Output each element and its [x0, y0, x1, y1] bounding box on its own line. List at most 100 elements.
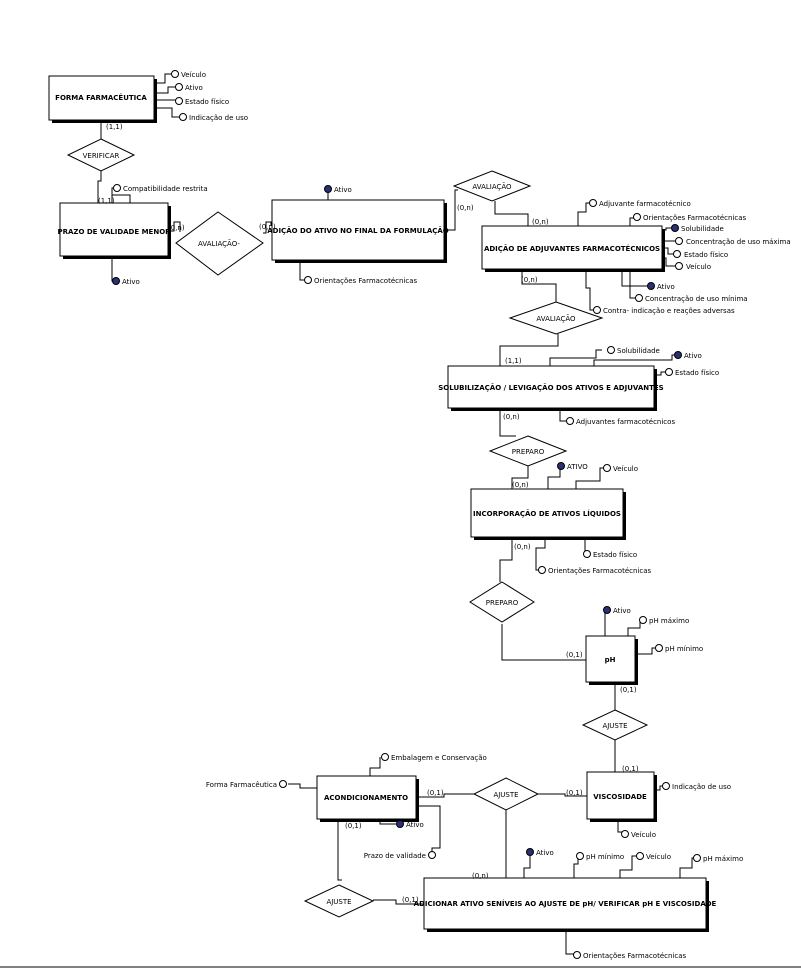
- entity-label: FORMA FARMACÊUTICA: [55, 93, 147, 102]
- attribute-circle: [636, 852, 644, 860]
- attribute-circle: [639, 616, 647, 624]
- relationship-preparo-1: PREPARO: [488, 435, 568, 467]
- entity-label: SOLUBILIZAÇÃO / LEVIGAÇÃO DOS ATIVOS E A…: [438, 383, 663, 392]
- attribute: Orientações Farmacotécnicas: [304, 276, 418, 285]
- relationship-label: AVALIAÇÃO: [536, 314, 576, 323]
- cardinality-label: (0,1): [622, 765, 639, 773]
- attribute: Compatibilidade restrita: [113, 184, 208, 193]
- attribute: Adjuvante farmacotécnico: [589, 199, 691, 208]
- attribute: Orientações Farmacotécnicas: [633, 213, 747, 222]
- attribute: ATIVO: [557, 462, 588, 471]
- relationship-label: PREPARO: [486, 599, 519, 607]
- attribute-label: Concentração de uso mínima: [645, 295, 748, 303]
- attribute: Forma Farmacêutica: [206, 780, 287, 789]
- attribute: Concentração de uso mínima: [635, 294, 748, 303]
- attribute-label: Estado físico: [185, 98, 229, 106]
- cardinality-label: (0,1): [402, 896, 419, 904]
- attribute-label: ATIVO: [567, 463, 588, 471]
- cardinalities: (1,1) (1,1) (0,n) (0,n) (0,n) (0,n) (0,n…: [98, 123, 639, 904]
- entity-label: PRAZO DE VALIDADE MENOR: [57, 228, 171, 236]
- attribute: Concentração de uso máxima: [675, 237, 791, 246]
- attribute-circle: [693, 854, 701, 862]
- cardinality-label: (0,n): [514, 543, 531, 551]
- attribute: Orientações Farmacotécnicas: [538, 566, 652, 575]
- attribute: Orientações Farmacotécnicas: [573, 951, 687, 960]
- cardinality-label: (0,n): [457, 204, 474, 212]
- cardinality-label: (0,n): [503, 413, 520, 421]
- attribute-label: Veículo: [613, 465, 638, 473]
- attribute: Solubilidade: [607, 346, 660, 355]
- attribute-circle: [171, 70, 179, 78]
- attribute-circle: [675, 237, 683, 245]
- relationship-label: AJUSTE: [326, 898, 351, 906]
- attribute-label: pH máximo: [649, 617, 689, 625]
- attribute-circle: [573, 951, 581, 959]
- attribute-label: Indicação de uso: [189, 114, 248, 122]
- attribute-label: Ativo: [536, 849, 554, 857]
- attribute: Ativo: [647, 282, 675, 291]
- attribute-circle: [175, 97, 183, 105]
- attribute-label: Ativo: [185, 84, 203, 92]
- attribute: Ativo: [603, 606, 631, 615]
- cardinality-label: (0,1): [620, 686, 637, 694]
- attribute-circle: [603, 464, 611, 472]
- attribute-circle: [324, 185, 332, 193]
- attribute-circle: [671, 224, 679, 232]
- attribute-circle: [112, 277, 120, 285]
- attribute-label: Orientações Farmacotécnicas: [548, 567, 652, 575]
- attribute: Ativo: [526, 848, 554, 857]
- attribute-label: Indicação de uso: [672, 783, 731, 791]
- relationship-label: PREPARO: [512, 448, 545, 456]
- attribute-circle: [381, 753, 389, 761]
- attribute-label: Solubilidade: [681, 225, 724, 233]
- relationship-avaliacao-3: AVALIAÇÃO: [508, 301, 604, 335]
- entity-acondicionamento: ACONDICIONAMENTO: [316, 775, 419, 822]
- attribute-label: Adjuvante farmacotécnico: [599, 200, 691, 208]
- attribute: Embalagem e Conservação: [381, 753, 487, 762]
- attributes: Veículo Ativo Estado físico Indicação de…: [112, 70, 791, 960]
- relationship-label: AJUSTE: [602, 722, 627, 730]
- attribute-circle: [675, 262, 683, 270]
- entity-adicao-adjuvantes: ADIÇÃO DE ADJUVANTES FARMACOTÉCNICOS: [481, 225, 665, 272]
- cardinality-label: (1,1): [98, 197, 115, 205]
- attribute-label: Prazo de validade: [364, 852, 426, 860]
- attribute-circle: [538, 566, 546, 574]
- entity-adicionar-ativo-sensiveis: ADICIONAR ATIVO SENÍVEIS AO AJUSTE DE pH…: [414, 877, 717, 932]
- attribute-label: Veículo: [181, 71, 206, 79]
- cardinality-label: (0,n): [472, 872, 489, 880]
- relationship-ajuste-1: AJUSTE: [581, 709, 649, 741]
- attribute: Adjuvantes farmacotécnicos: [566, 417, 675, 426]
- connector-lines: [97, 73, 696, 955]
- attribute-label: Compatibilidade restrita: [123, 185, 208, 193]
- attribute: pH mínimo: [655, 644, 703, 653]
- attribute-label: Estado físico: [684, 251, 728, 259]
- cardinality-label: (0,n): [512, 481, 529, 489]
- attribute-circle: [557, 462, 565, 470]
- attribute-circle: [607, 346, 615, 354]
- attribute: pH máximo: [639, 616, 689, 625]
- attribute: pH máximo: [693, 854, 743, 863]
- attribute-circle: [662, 782, 670, 790]
- entity-prazo-validade-menor: PRAZO DE VALIDADE MENOR: [57, 202, 171, 259]
- attribute-label: Estado físico: [675, 369, 719, 377]
- attribute-label: pH mínimo: [665, 645, 703, 653]
- attribute-label: pH mínimo: [586, 853, 624, 861]
- entity-label: ACONDICIONAMENTO: [324, 794, 408, 802]
- relationship-label: AVALIAÇÃO: [472, 182, 512, 191]
- attribute: Ativo: [674, 351, 702, 360]
- relationship-label: AVALIAÇÃO-: [198, 239, 240, 248]
- attribute-label: Veículo: [686, 263, 711, 271]
- attribute: Veículo: [621, 830, 656, 839]
- attribute-label: Veículo: [646, 853, 671, 861]
- attribute-label: pH máximo: [703, 855, 743, 863]
- attribute-label: Ativo: [613, 607, 631, 615]
- attribute-label: Orientações Farmacotécnicas: [314, 277, 418, 285]
- cardinality-label: (0,n): [259, 223, 276, 231]
- entity-label: ADICIONAR ATIVO SENÍVEIS AO AJUSTE DE pH…: [414, 899, 717, 908]
- attribute-circle: [179, 113, 187, 121]
- attribute-label: Solubilidade: [617, 347, 660, 355]
- relationship-preparo-2: PREPARO: [469, 581, 535, 623]
- attribute-circle: [589, 199, 597, 207]
- entity-ph: pH: [585, 635, 638, 685]
- relationship-label: AJUSTE: [493, 791, 518, 799]
